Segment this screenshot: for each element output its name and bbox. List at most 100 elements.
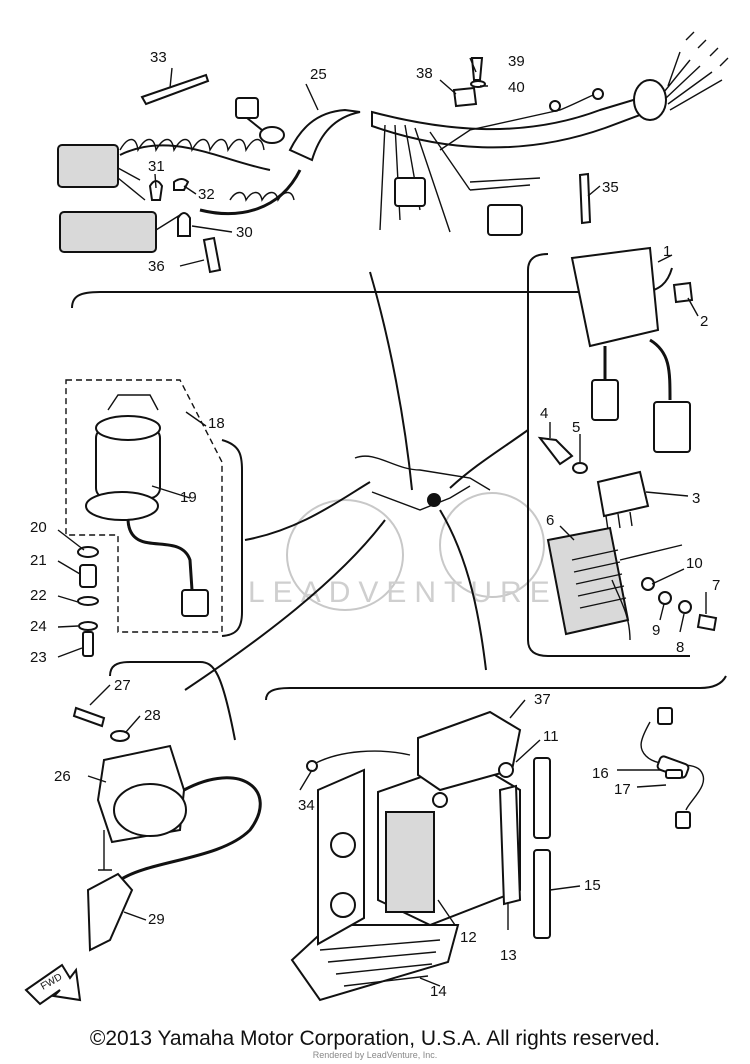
fuse-connector-bottom bbox=[675, 811, 691, 829]
spiral-wrap bbox=[119, 138, 265, 153]
callout-1: 1 bbox=[663, 243, 671, 260]
main-switch-cable bbox=[126, 519, 194, 591]
connector-cluster-lower bbox=[59, 211, 157, 253]
connector-cluster-upper bbox=[57, 144, 119, 188]
harness-group-bracket bbox=[71, 267, 673, 309]
pointer-switch-group bbox=[244, 481, 371, 541]
callout-14: 14 bbox=[430, 983, 447, 1000]
holder-38 bbox=[452, 86, 478, 108]
bolt-27 bbox=[72, 706, 106, 728]
breather-pipe-15 bbox=[533, 849, 551, 939]
pointer-battery-group bbox=[439, 509, 487, 671]
callout-21: 21 bbox=[30, 552, 47, 569]
callout-15: 15 bbox=[584, 877, 601, 894]
clip-30 bbox=[177, 212, 191, 237]
callout-30: 30 bbox=[236, 224, 253, 241]
washer-5 bbox=[572, 462, 588, 474]
battery-terminal-b bbox=[498, 762, 514, 778]
harness-terminals bbox=[685, 31, 729, 67]
callout-16: 16 bbox=[592, 765, 609, 782]
callout-38: 38 bbox=[416, 65, 433, 82]
clamp-32 bbox=[173, 178, 190, 191]
bolt-39 bbox=[470, 57, 484, 81]
ring-terminal-b bbox=[592, 88, 604, 100]
battery-group bbox=[265, 675, 727, 1002]
washer-8 bbox=[678, 600, 692, 614]
callout-6: 6 bbox=[546, 512, 554, 529]
callout-19: 19 bbox=[180, 489, 197, 506]
unit-6-wires bbox=[611, 544, 683, 641]
small-connector-grommet bbox=[259, 126, 285, 144]
unit-6-fins bbox=[571, 549, 627, 609]
rendered-by-notice: Rendered by LeadVenture, Inc. bbox=[312, 1050, 438, 1060]
side-plate-hole-b bbox=[330, 892, 356, 918]
callout-11: 11 bbox=[543, 728, 559, 745]
harness-branch-wires bbox=[379, 124, 471, 233]
washer-9 bbox=[658, 591, 672, 605]
fwd-arrow-icon bbox=[24, 963, 82, 1006]
callout-29: 29 bbox=[148, 911, 165, 928]
motorcycle-silhouette: LEADVENTURE bbox=[248, 455, 558, 611]
regulator-group bbox=[527, 246, 718, 657]
battery-lead-terminal bbox=[306, 760, 318, 772]
callout-7: 7 bbox=[712, 577, 720, 594]
callout-18: 18 bbox=[208, 415, 225, 432]
callout-5: 5 bbox=[572, 419, 580, 436]
harness-lower-wire bbox=[199, 169, 302, 216]
callout-2: 2 bbox=[700, 313, 708, 330]
regulator-group-bracket-bottom bbox=[527, 430, 690, 657]
breather-pipe-11 bbox=[533, 757, 551, 839]
callout-35: 35 bbox=[602, 179, 619, 196]
callout-9: 9 bbox=[652, 622, 660, 639]
pointer-right-group bbox=[449, 429, 529, 489]
ignition-coil-group: FWD bbox=[24, 661, 262, 1006]
clamp-31 bbox=[148, 180, 164, 201]
callout-3: 3 bbox=[692, 490, 700, 507]
callouts: 1 2 3 4 5 6 7 8 9 10 11 12 13 14 15 16 1… bbox=[30, 49, 720, 1000]
callout-17: 17 bbox=[614, 781, 631, 798]
callout-31: 31 bbox=[148, 158, 165, 175]
callout-23: 23 bbox=[30, 649, 47, 666]
wire-harness-group bbox=[57, 31, 729, 309]
side-plate-hole-a bbox=[330, 832, 356, 858]
main-switch-group bbox=[65, 379, 243, 657]
callout-37: 37 bbox=[534, 691, 551, 708]
callout-12: 12 bbox=[460, 929, 477, 946]
fuse-group bbox=[640, 707, 705, 829]
callout-33: 33 bbox=[150, 49, 167, 66]
leader-lines bbox=[57, 57, 707, 987]
callout-4: 4 bbox=[540, 405, 548, 422]
callout-13: 13 bbox=[500, 947, 517, 964]
harness-sleeve-25 bbox=[288, 108, 361, 162]
motorcycle-tank bbox=[354, 455, 491, 491]
screw-23 bbox=[82, 631, 94, 657]
battery-lead-34 bbox=[313, 750, 411, 765]
switch-dashed-outline bbox=[65, 379, 223, 633]
main-switch-top bbox=[95, 415, 161, 441]
rectifier-3 bbox=[596, 470, 650, 518]
regulator-group-bracket-top bbox=[527, 253, 549, 430]
callout-20: 20 bbox=[30, 519, 47, 536]
harness-branch-left bbox=[119, 144, 271, 171]
regulator-leads bbox=[603, 338, 672, 401]
watermark-text: LEADVENTURE bbox=[248, 576, 558, 609]
callout-39: 39 bbox=[508, 53, 525, 70]
battery-box-ribs bbox=[319, 939, 441, 987]
harness-connector-mid bbox=[394, 177, 426, 207]
fuse-17 bbox=[665, 769, 683, 779]
voltage-regulator-1 bbox=[570, 246, 660, 348]
main-switch-connector bbox=[181, 589, 209, 617]
cable-tie-33 bbox=[140, 73, 210, 106]
switch-group-bracket bbox=[221, 439, 243, 637]
battery-label bbox=[385, 811, 435, 913]
tube-36 bbox=[202, 236, 222, 274]
callout-32: 32 bbox=[198, 186, 215, 203]
washer-28 bbox=[110, 730, 130, 742]
harness-end-leads bbox=[663, 51, 723, 111]
bolt-4 bbox=[537, 436, 574, 466]
pointer-harness bbox=[369, 271, 413, 491]
main-switch-key bbox=[107, 394, 159, 411]
band-35 bbox=[578, 172, 592, 225]
collar-10 bbox=[641, 577, 655, 591]
